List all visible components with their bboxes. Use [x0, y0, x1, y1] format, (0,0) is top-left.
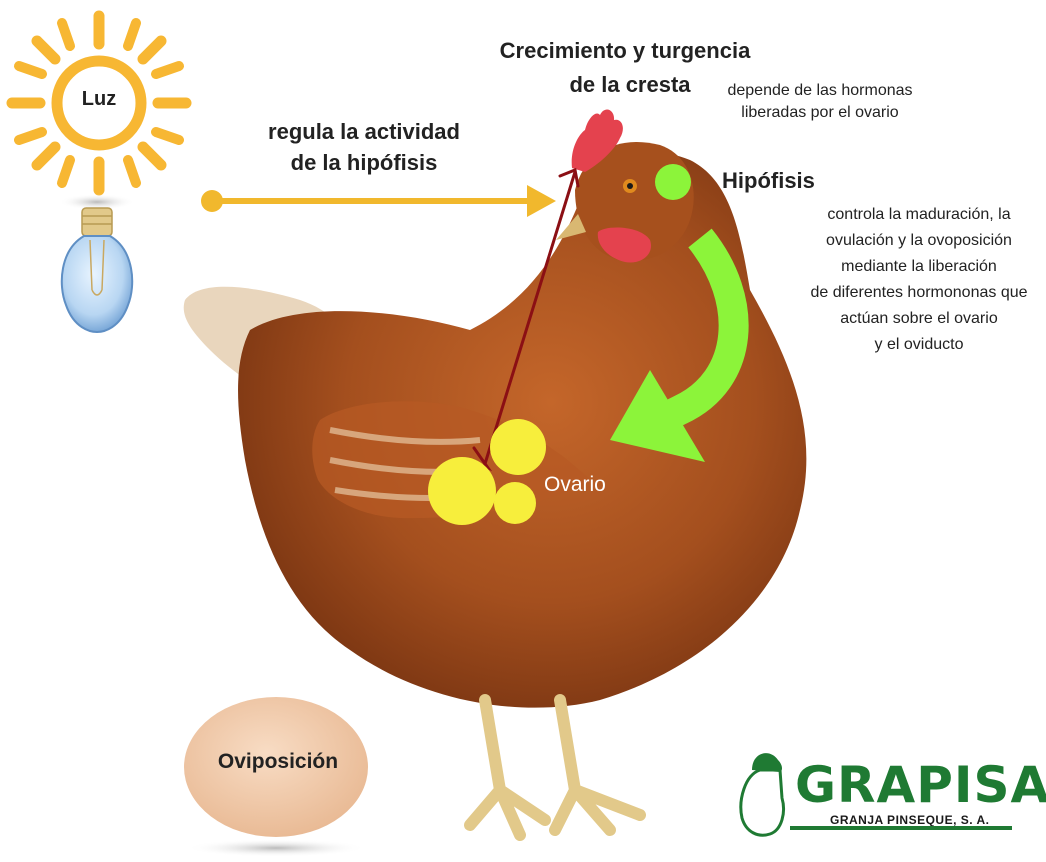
grapisa-logo-mark: [739, 753, 785, 837]
ovario-label: Ovario: [544, 473, 606, 496]
hipofisis-desc-line: actúan sobre el ovario: [840, 310, 998, 327]
regula-label: regula la actividad de la hipófisis: [244, 116, 484, 178]
crecimiento-line-2: de la cresta: [569, 72, 691, 97]
lightbulb-icon: [59, 194, 135, 334]
depende-label: depende de las hormonas liberadas por el…: [700, 80, 940, 124]
grapisa-logo-text: GRAPISA: [795, 756, 1046, 814]
light-arrow: [201, 185, 556, 217]
hipofisis-desc-line: y el oviducto: [874, 336, 964, 353]
pituitary-arrow: [610, 228, 749, 462]
hipofisis-title: Hipófisis: [722, 168, 815, 193]
hipofisis-desc-line: ovulación y la ovoposición: [826, 232, 1012, 249]
regula-line-2: de la hipófisis: [290, 150, 438, 175]
grapisa-logo-subtitle: GRANJA PINSEQUE, S. A.: [830, 813, 990, 827]
depende-line-2: liberadas por el ovario: [741, 104, 899, 121]
crecimiento-line-1: Crecimiento y turgencia: [499, 38, 751, 63]
sun-icon: [6, 10, 192, 196]
depende-line-1: depende de las hormonas: [727, 82, 913, 99]
hipofisis-desc-line: controla la maduración, la: [827, 206, 1011, 223]
pituitary-marker: [655, 164, 691, 200]
regula-line-1: regula la actividad: [268, 119, 460, 144]
ovary-marker: [428, 419, 546, 525]
luz-label: Luz: [81, 88, 117, 110]
hipofisis-desc-line: de diferentes hormononas que: [810, 284, 1028, 301]
grapisa-logo-bar: [790, 826, 1012, 830]
hipofisis-desc-line: mediante la liberación: [841, 258, 997, 275]
egg-illustration: [184, 697, 368, 857]
hipofisis-description: controla la maduración, la ovulación y l…: [784, 202, 1046, 358]
oviposicion-label: Oviposición: [217, 750, 339, 773]
